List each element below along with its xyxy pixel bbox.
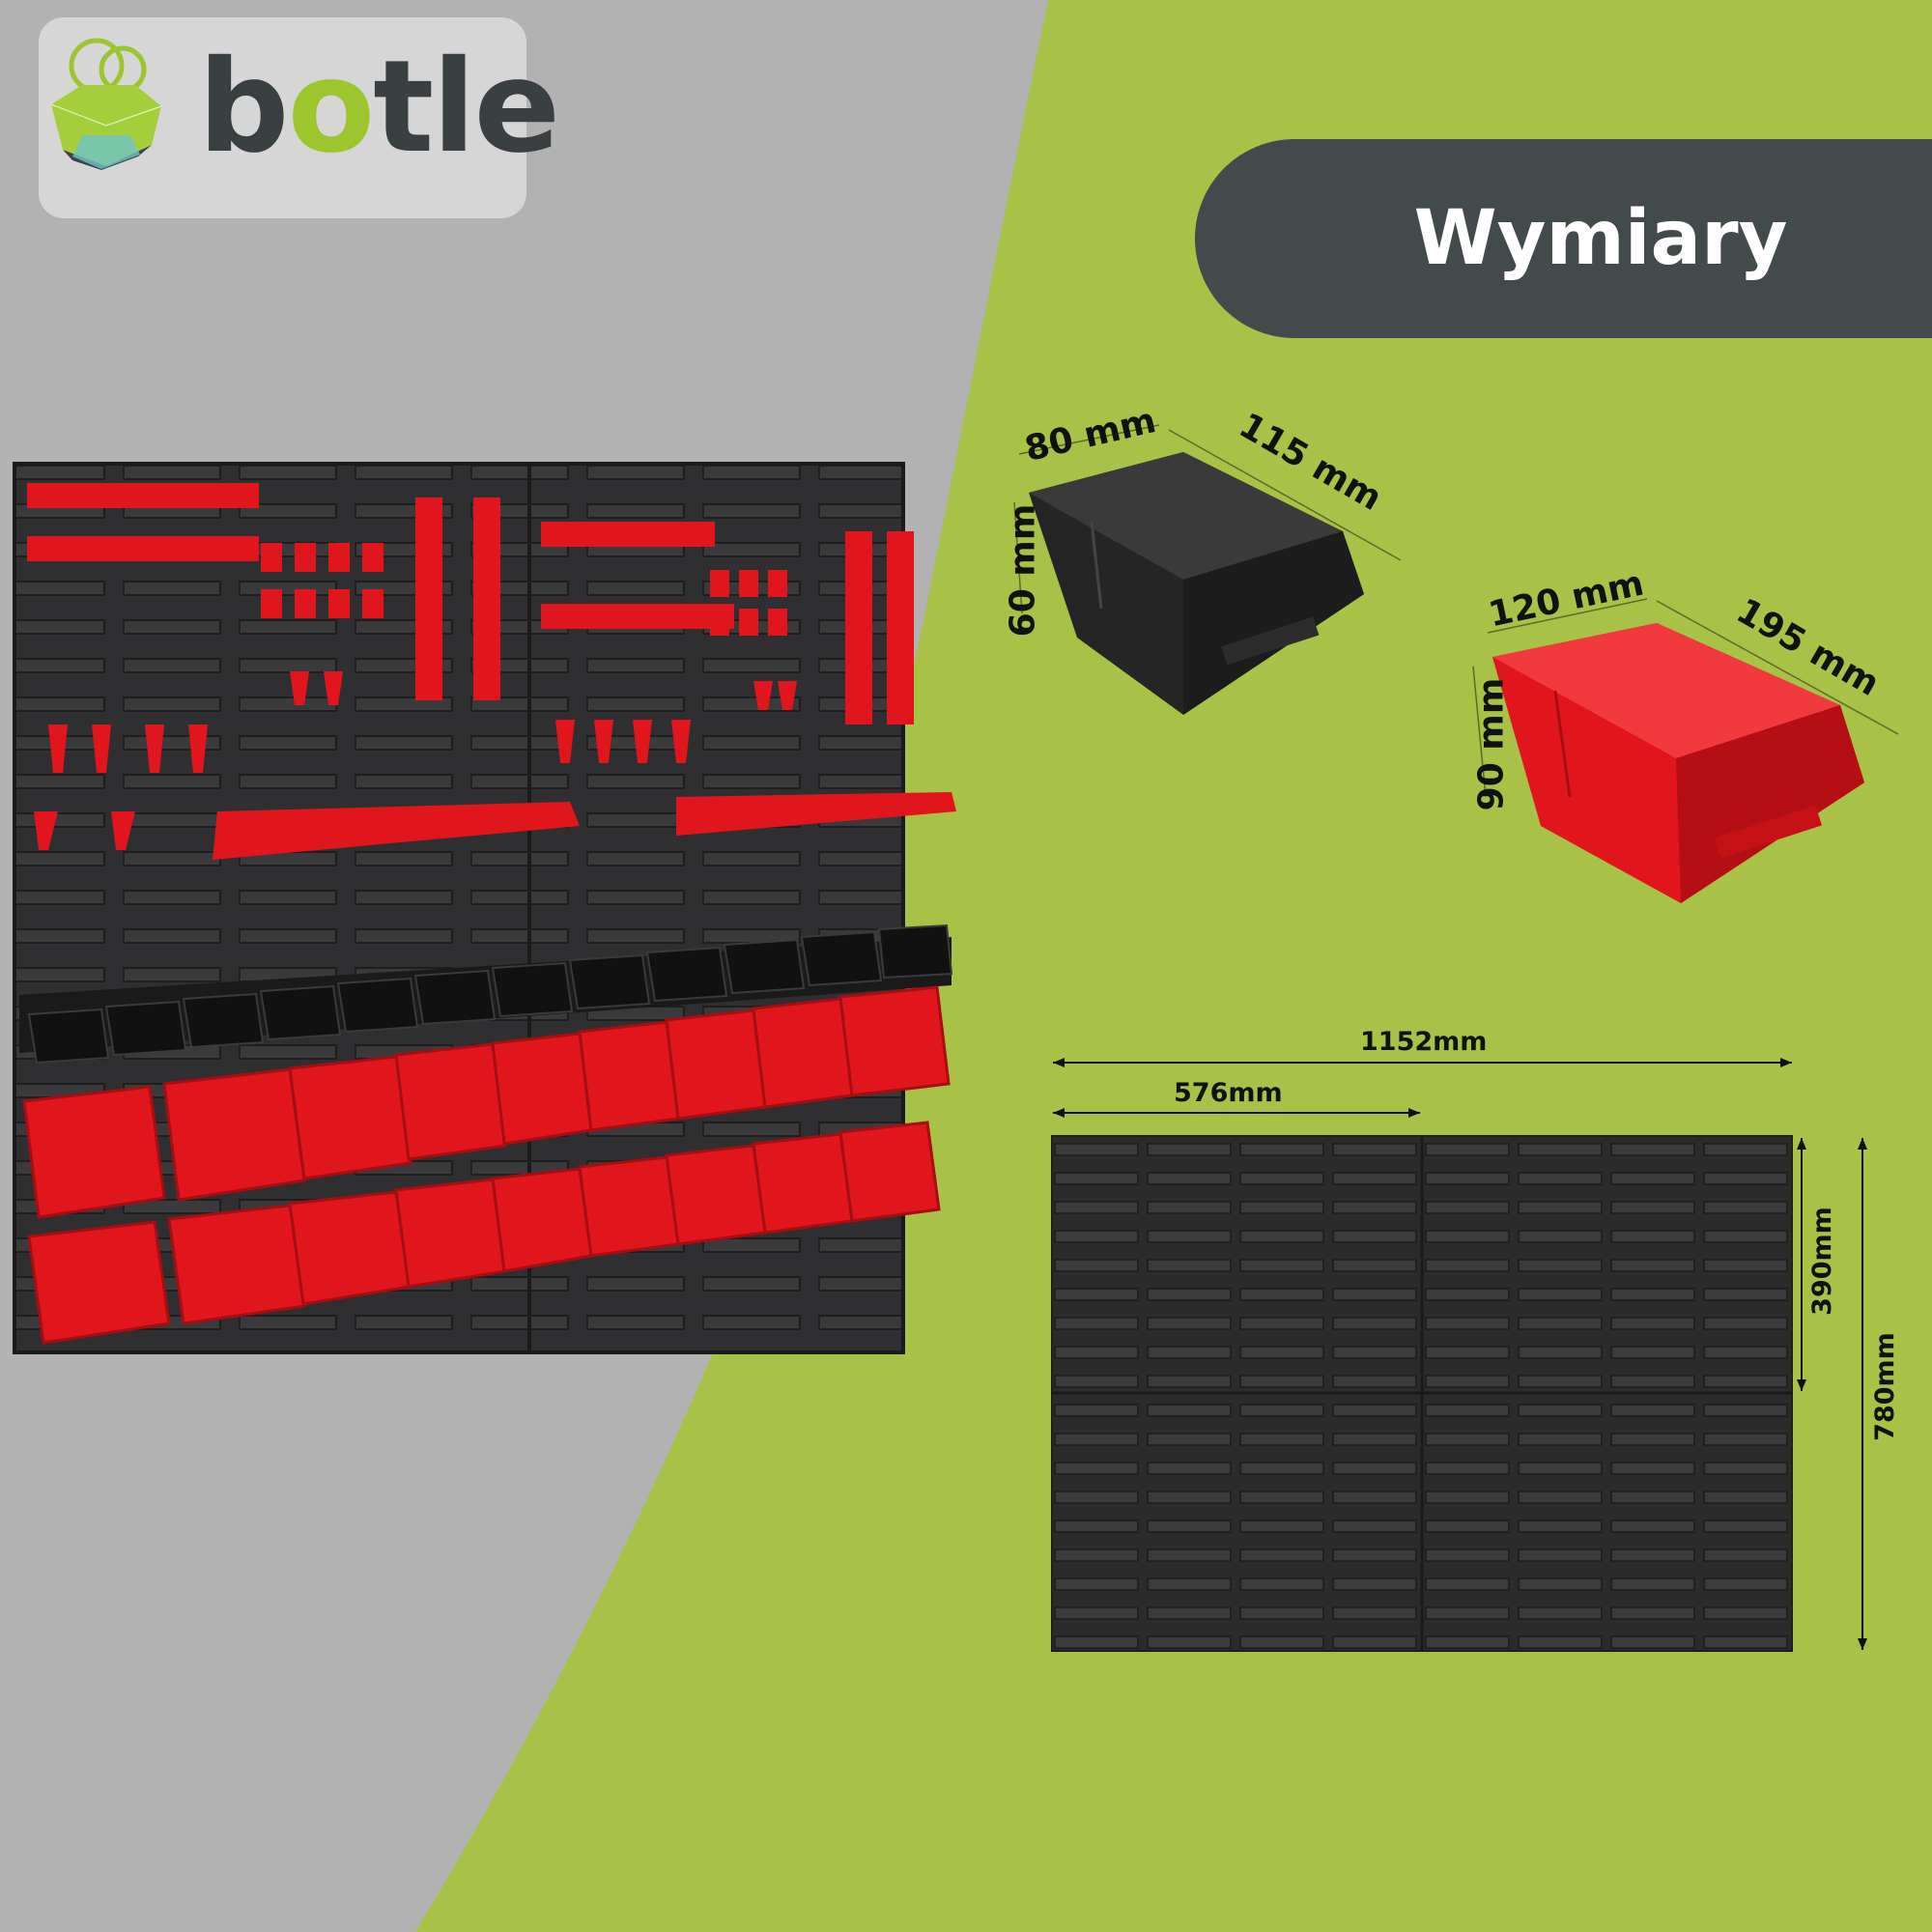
board-half-width-label: 576mm: [1174, 1078, 1283, 1108]
logo-basket-icon: [50, 38, 162, 170]
board-half-height-label: 390mm: [1806, 1207, 1837, 1316]
banner-title: Wymiary: [1413, 195, 1788, 282]
small-bin-height-label: 60 mm: [1003, 503, 1043, 638]
board-dimension-lines: [1053, 1058, 1867, 1650]
product-pegboard-image: [13, 462, 956, 1354]
brand-logo-text: botle: [198, 33, 560, 182]
dimensions-banner: [1195, 139, 1932, 338]
board-total-height-label: 780mm: [1869, 1332, 1900, 1441]
board-total-width-label: 1152mm: [1360, 1027, 1488, 1057]
large-bin-image: [1472, 598, 1899, 903]
large-bin-height-label: 90 mm: [1471, 677, 1512, 811]
empty-pegboard-image: [1051, 1135, 1793, 1652]
small-bin-image: [1013, 424, 1402, 715]
